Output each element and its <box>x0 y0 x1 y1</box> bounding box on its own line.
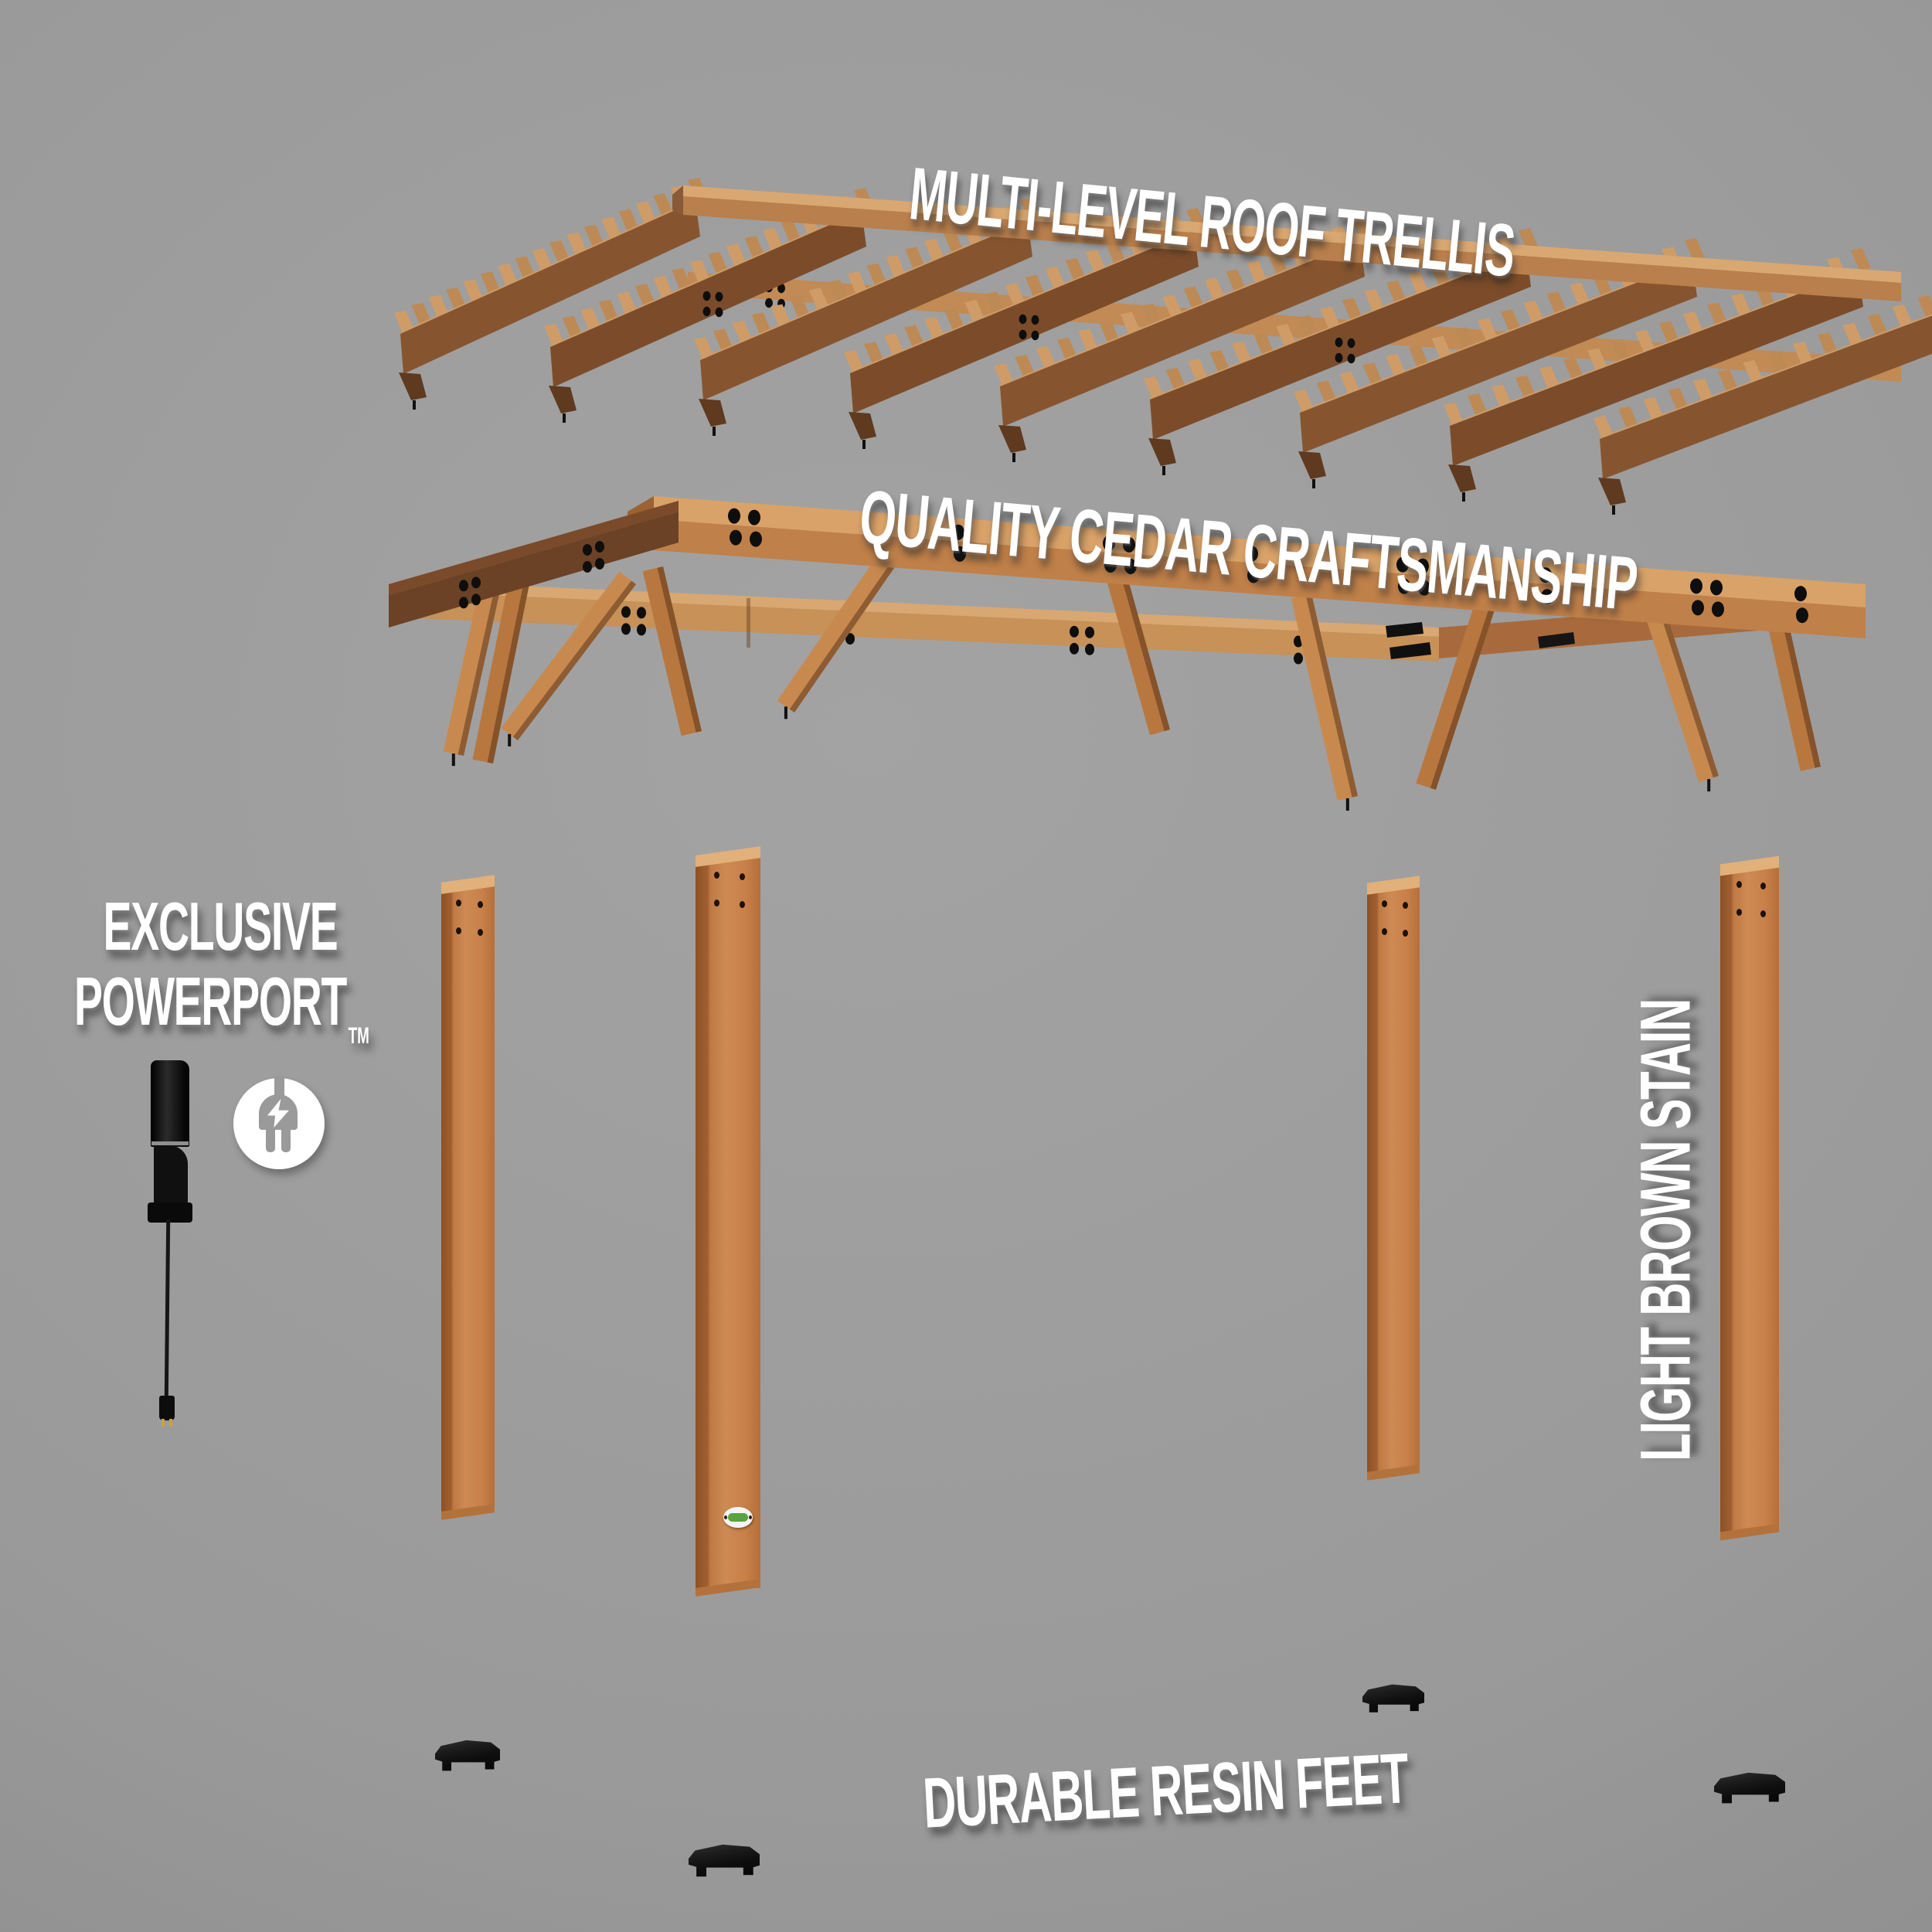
screw-hole <box>740 873 746 880</box>
screw-hole <box>1382 928 1388 935</box>
cedar-post-1 <box>441 884 495 1512</box>
screw-hole <box>1403 902 1409 909</box>
cedar-post-4 <box>1720 866 1779 1532</box>
plug-icon-prong-right <box>281 1130 291 1152</box>
screw-hole <box>1382 900 1388 907</box>
screw-hole <box>713 872 719 879</box>
screw-hole <box>1760 910 1766 917</box>
powerport-label-line2: POWERPORT <box>74 963 347 1039</box>
screw-hole <box>1736 881 1743 888</box>
screw-hole <box>477 929 483 936</box>
powerport-base <box>148 1202 192 1223</box>
powerport-bracket <box>154 1145 188 1209</box>
cedar-post-3 <box>1367 885 1420 1473</box>
screw-hole <box>1760 883 1766 889</box>
cedar-post-2 <box>696 856 760 1588</box>
stain-label: LIGHT BROWN STAIN <box>1626 999 1706 1461</box>
power-plug-icon <box>233 1076 325 1169</box>
powerport-label-line1: EXCLUSIVE <box>103 888 338 964</box>
plug-pin-left <box>162 1419 165 1427</box>
plug-icon-cord-slot <box>274 1076 284 1097</box>
powerport-label: EXCLUSIVE POWERPORTTM <box>74 888 369 1055</box>
plug-icon-prong-left <box>266 1130 275 1152</box>
support-frame-illustration <box>389 496 1866 811</box>
powerport-plug <box>159 1396 175 1420</box>
plug-pin-right <box>169 1419 172 1427</box>
powerport-outlet-strip <box>151 1060 189 1147</box>
screw-hole <box>713 900 719 906</box>
screw-hole <box>477 901 483 908</box>
roof-trellis-illustration <box>394 178 1932 515</box>
screw-hole <box>1403 930 1409 937</box>
powerport-slit <box>151 1141 189 1145</box>
screw-hole <box>456 927 462 934</box>
screw-hole <box>740 901 746 908</box>
brand-sticker <box>723 1507 753 1528</box>
screw-hole <box>456 900 462 906</box>
trademark-symbol: TM <box>348 1023 369 1049</box>
screw-hole <box>1736 909 1743 916</box>
